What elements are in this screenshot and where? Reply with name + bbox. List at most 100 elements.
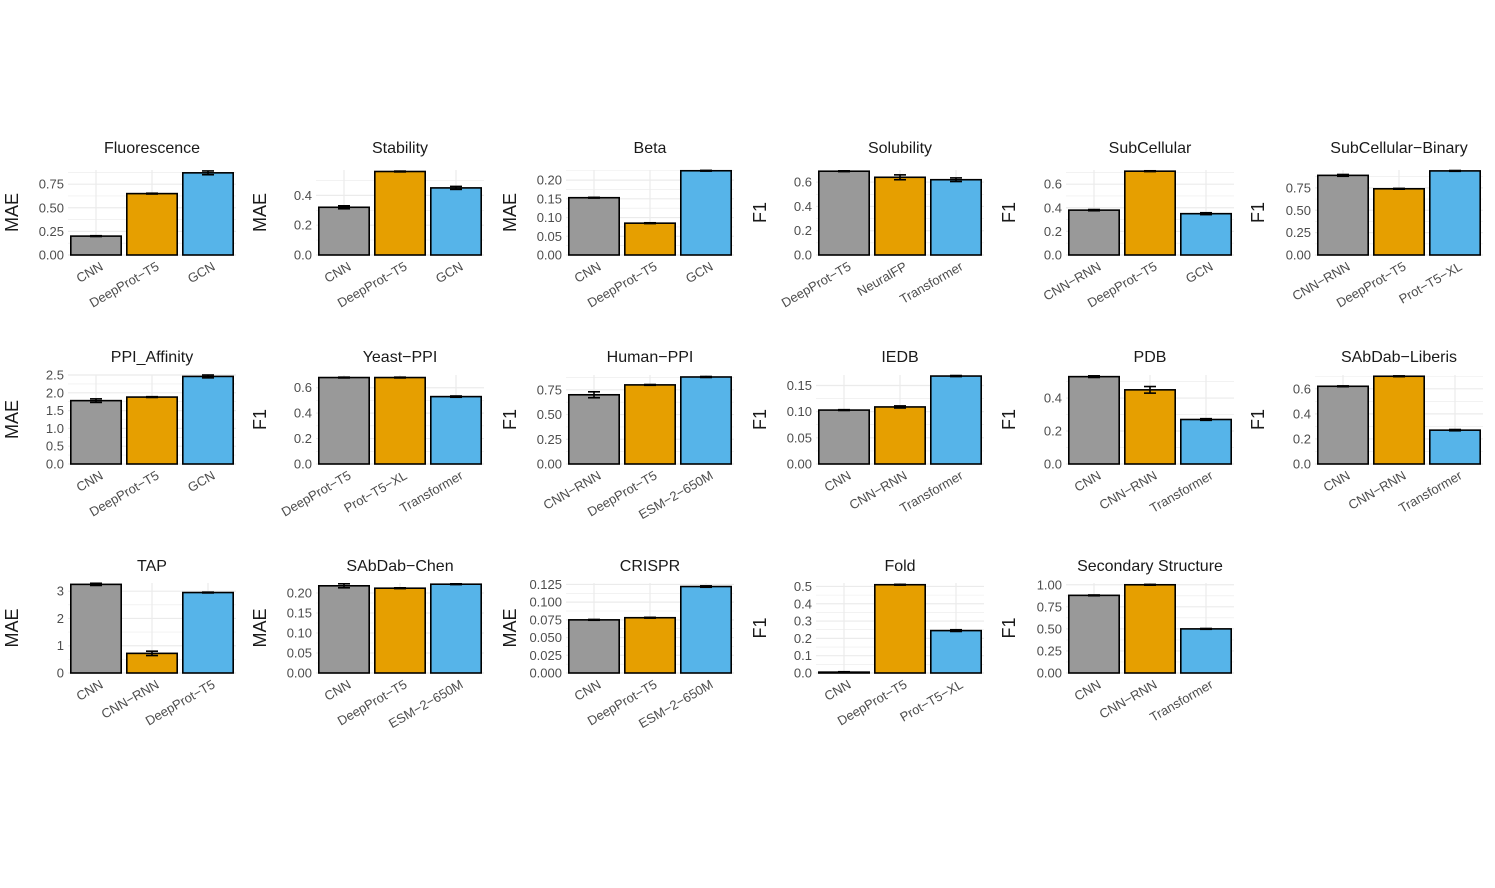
y-tick-label: 0.25	[39, 224, 64, 239]
y-axis-label: MAE	[500, 193, 520, 232]
y-tick-label: 0.6	[794, 175, 812, 190]
panel-16: Secondary StructureF10.000.250.500.751.0…	[999, 558, 1234, 725]
x-tick-label: Transformer	[397, 467, 466, 515]
y-tick-label: 0.4	[794, 596, 812, 611]
y-tick-label: 0.100	[529, 595, 562, 610]
bar	[623, 616, 676, 674]
panel-15: FoldF10.00.10.20.30.40.5CNNDeepProt−T5Pr…	[750, 558, 984, 728]
panel-title: Fluorescence	[104, 140, 200, 157]
y-tick-label: 0.00	[39, 248, 64, 263]
panel-title: SubCellular	[1109, 140, 1192, 157]
x-tick-label: CNN	[822, 677, 854, 704]
y-tick-label: 0.4	[1044, 391, 1062, 406]
y-tick-label: 0.75	[1037, 599, 1062, 614]
y-tick-label: 0.05	[787, 430, 812, 445]
bar	[1429, 170, 1482, 256]
bar	[182, 591, 235, 674]
y-tick-label: 0.0	[794, 666, 812, 681]
y-tick-label: 0.3	[794, 614, 812, 629]
bar	[126, 396, 179, 465]
bar	[317, 584, 370, 674]
y-tick-label: 1.5	[46, 403, 64, 418]
y-tick-label: 0.6	[1044, 177, 1062, 192]
bar	[429, 187, 482, 256]
panel-9: IEDBF10.000.050.100.15CNNCNN−RNNTransfor…	[750, 349, 984, 516]
y-tick-label: 0.20	[537, 173, 562, 188]
y-tick-label: 0.15	[287, 606, 312, 621]
panel-2: BetaMAE0.000.050.100.150.20CNNDeepProt−T…	[500, 140, 734, 310]
y-tick-label: 0.4	[294, 188, 312, 203]
y-tick-label: 0.2	[1293, 431, 1311, 446]
bar	[929, 375, 982, 465]
y-tick-label: 0.025	[529, 648, 562, 663]
y-tick-label: 0.00	[1286, 248, 1311, 263]
y-axis-label: MAE	[2, 400, 22, 439]
bar	[1124, 170, 1177, 256]
bar	[567, 196, 620, 256]
y-tick-label: 0.25	[1286, 225, 1311, 240]
y-axis-label: F1	[750, 617, 770, 638]
y-tick-label: 0.50	[1286, 203, 1311, 218]
panel-6: PPI_AffinityMAE0.00.51.01.52.02.5CNNDeep…	[2, 349, 236, 519]
y-tick-label: 0.1	[794, 648, 812, 663]
x-tick-label: CNN	[74, 468, 106, 495]
x-tick-label: Prot−T5−XL	[1396, 259, 1464, 307]
y-tick-label: 1.00	[1037, 577, 1062, 592]
panel-title: SAbDab−Chen	[346, 558, 453, 575]
bar	[817, 409, 870, 465]
y-axis-label: F1	[999, 409, 1019, 430]
bar	[567, 393, 620, 465]
y-tick-label: 0.05	[537, 229, 562, 244]
y-axis-label: F1	[750, 409, 770, 430]
y-tick-label: 0.000	[529, 666, 562, 681]
y-tick-label: 0.125	[529, 577, 562, 592]
y-tick-label: 0.00	[287, 666, 312, 681]
bar	[70, 235, 123, 256]
bar	[679, 169, 732, 256]
y-axis-label: F1	[999, 202, 1019, 223]
panel-title: PDB	[1134, 349, 1167, 366]
y-tick-label: 0.0	[1044, 248, 1062, 263]
panel-title: Yeast−PPI	[363, 349, 438, 366]
bar	[817, 170, 870, 256]
y-tick-label: 0.50	[39, 200, 64, 215]
y-tick-label: 0.00	[537, 248, 562, 263]
y-axis-label: MAE	[250, 608, 270, 647]
y-tick-label: 0.75	[1286, 180, 1311, 195]
x-tick-label: CNN	[322, 677, 354, 704]
bar	[567, 619, 620, 674]
panel-title: CRISPR	[620, 558, 680, 575]
panel-title: SAbDab−Liberis	[1341, 349, 1457, 366]
y-tick-label: 1	[57, 638, 64, 653]
bar	[429, 583, 482, 674]
bar	[1180, 418, 1233, 465]
y-axis-label: F1	[750, 202, 770, 223]
bar	[373, 587, 426, 674]
bar	[929, 629, 982, 674]
y-tick-label: 0.2	[1044, 224, 1062, 239]
bar	[1068, 594, 1121, 674]
y-tick-label: 0.0	[294, 248, 312, 263]
panel-14: CRISPRMAE0.0000.0250.0500.0750.1000.125C…	[500, 558, 734, 731]
bar	[623, 384, 676, 465]
y-tick-label: 0.20	[287, 586, 312, 601]
y-tick-label: 2	[57, 611, 64, 626]
panel-title: PPI_Affinity	[111, 349, 193, 366]
y-axis-label: F1	[250, 409, 270, 430]
x-tick-label: Prot−T5−XL	[897, 677, 965, 725]
y-tick-label: 0.00	[1037, 666, 1062, 681]
x-tick-label: GCN	[1183, 259, 1216, 286]
bar	[1317, 174, 1370, 256]
y-tick-label: 3	[57, 584, 64, 599]
y-tick-label: 0.00	[787, 457, 812, 472]
bar	[373, 170, 426, 256]
x-tick-label: CNN	[74, 677, 106, 704]
bar	[1068, 209, 1121, 256]
y-tick-label: 0.0	[294, 457, 312, 472]
panel-title: TAP	[137, 558, 167, 575]
y-tick-label: 0.4	[794, 199, 812, 214]
x-tick-label: CNN	[322, 259, 354, 286]
